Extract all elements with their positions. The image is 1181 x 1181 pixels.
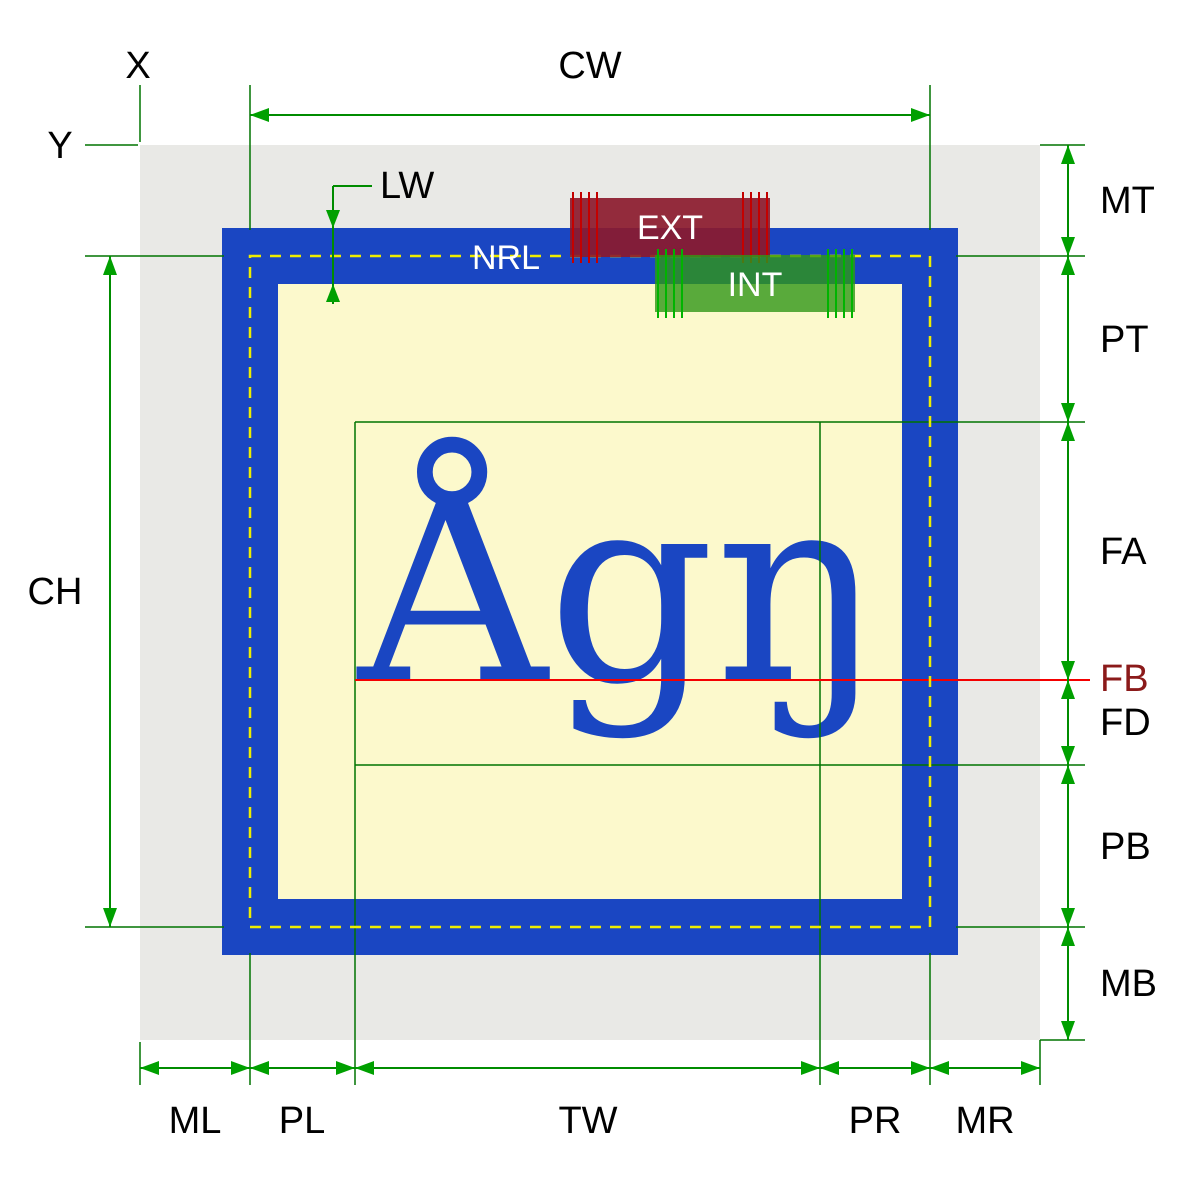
arrowhead bbox=[1061, 908, 1075, 927]
ext-zone-hatch bbox=[572, 192, 768, 263]
nominal-rect-line-label: NRL bbox=[472, 239, 540, 277]
int-label: INT bbox=[728, 266, 783, 304]
arrowhead bbox=[326, 284, 340, 302]
ext-label: EXT bbox=[637, 209, 703, 247]
cell-width-label: CW bbox=[558, 45, 621, 87]
cell-height-label: CH bbox=[28, 571, 83, 613]
arrowhead bbox=[250, 1061, 269, 1075]
arrowhead bbox=[911, 1061, 930, 1075]
line-width-label: LW bbox=[380, 165, 434, 207]
text-width-label: TW bbox=[558, 1100, 617, 1142]
arrowhead bbox=[103, 256, 117, 275]
arrowhead bbox=[930, 1061, 949, 1075]
origin-y-label: Y bbox=[47, 125, 72, 167]
arrowhead bbox=[1061, 237, 1075, 256]
ext-zone: EXT bbox=[570, 192, 770, 263]
arrowhead bbox=[250, 108, 269, 122]
guide-lines bbox=[85, 85, 1085, 1085]
arrowhead bbox=[1061, 256, 1075, 275]
arrowhead bbox=[1061, 403, 1075, 422]
labels: X Y CW LW CH NRL MT PT FA FB FD PB MB ML… bbox=[28, 45, 1157, 1142]
origin-x-label: X bbox=[125, 45, 150, 87]
arrowhead bbox=[326, 210, 340, 228]
arrowhead bbox=[820, 1061, 839, 1075]
arrowhead bbox=[1061, 145, 1075, 164]
arrowhead bbox=[103, 908, 117, 927]
arrowhead bbox=[1061, 765, 1075, 784]
arrowhead bbox=[911, 108, 930, 122]
dimension-lines bbox=[109, 114, 1069, 1069]
arrowhead bbox=[231, 1061, 250, 1075]
font-ascent-label: FA bbox=[1100, 531, 1147, 573]
margin-right-label: MR bbox=[955, 1100, 1014, 1142]
arrowhead bbox=[1061, 422, 1075, 441]
arrowhead bbox=[1021, 1061, 1040, 1075]
arrowhead bbox=[336, 1061, 355, 1075]
margin-left-label: ML bbox=[169, 1100, 222, 1142]
arrowhead bbox=[355, 1061, 374, 1075]
font-baseline-label: FB bbox=[1100, 658, 1149, 700]
int-zone: INT bbox=[655, 249, 855, 318]
margin-top-label: MT bbox=[1100, 180, 1155, 222]
padding-right-label: PR bbox=[849, 1100, 902, 1142]
int-zone-hatch bbox=[657, 249, 853, 318]
padding-left-label: PL bbox=[279, 1100, 325, 1142]
margin-bottom-label: MB bbox=[1100, 963, 1157, 1005]
padding-bottom-label: PB bbox=[1100, 826, 1151, 868]
arrowheads bbox=[103, 108, 1075, 1075]
int-zone-fill bbox=[655, 255, 855, 312]
arrowhead bbox=[140, 1061, 159, 1075]
arrowhead bbox=[1061, 661, 1075, 680]
ext-zone-fill bbox=[570, 198, 770, 257]
arrowhead bbox=[1061, 927, 1075, 946]
glyph-sample-text: Ågŋ bbox=[354, 434, 884, 742]
arrowhead bbox=[1061, 680, 1075, 699]
arrowhead bbox=[1061, 746, 1075, 765]
font-descent-label: FD bbox=[1100, 702, 1151, 744]
arrowhead bbox=[1061, 1021, 1075, 1040]
padding-area bbox=[278, 284, 902, 899]
arrowhead bbox=[801, 1061, 820, 1075]
padding-top-label: PT bbox=[1100, 319, 1149, 361]
